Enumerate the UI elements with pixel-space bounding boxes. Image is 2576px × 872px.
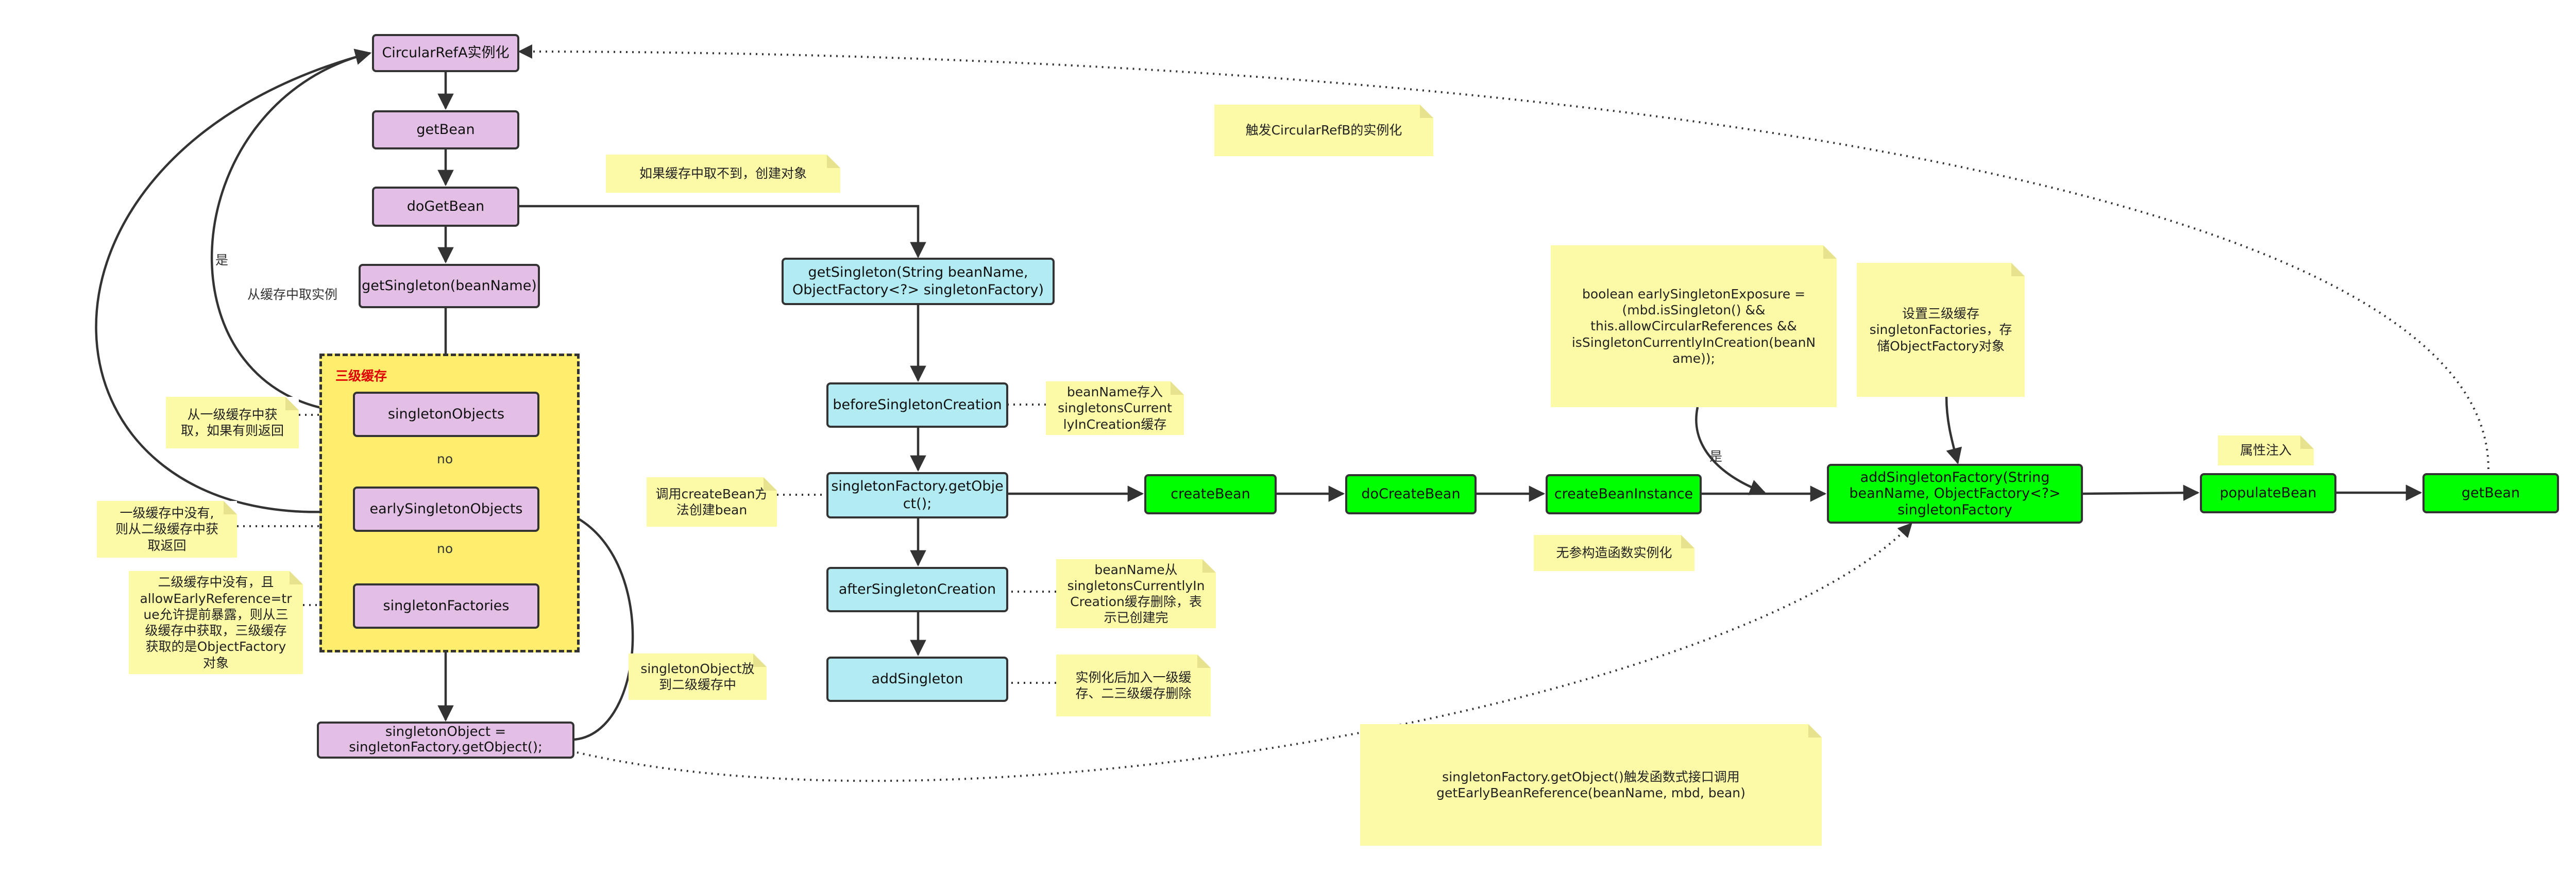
- note-text: 属性注入: [2240, 443, 2292, 458]
- node-early-singleton-objects[interactable]: earlySingletonObjects: [353, 487, 539, 532]
- note-fold-icon: [2011, 263, 2025, 276]
- node-circular-ref-a[interactable]: CircularRefA实例化: [372, 34, 519, 72]
- note-fold-icon: [1197, 655, 1211, 668]
- note-cache-miss: 如果缓存中取不到，创建对象: [606, 155, 840, 193]
- note-l2-hit: 一级缓存中没有, 则从二级缓存中获 取返回: [97, 501, 237, 558]
- edge-label-yes: 是: [215, 253, 229, 267]
- node-populate-bean[interactable]: populateBean: [2200, 473, 2336, 513]
- note-fold-icon: [827, 155, 840, 168]
- node-singleton-factories[interactable]: singletonFactories: [353, 583, 539, 629]
- node-add-singleton-factory[interactable]: addSingletonFactory(String beanName, Obj…: [1827, 464, 2083, 524]
- node-get-singleton-beanname[interactable]: getSingleton(beanName): [359, 264, 540, 308]
- note-text: 调用createBean方 法创建bean: [655, 486, 768, 517]
- edge-label-from-cache: 从缓存中取实例: [247, 287, 338, 302]
- node-do-get-bean[interactable]: doGetBean: [372, 187, 519, 227]
- node-singleton-object-get[interactable]: singletonObject = singletonFactory.getOb…: [317, 722, 574, 759]
- edge-setl3-to-addfactory: [1945, 396, 1962, 465]
- node-get-bean[interactable]: getBean: [372, 110, 519, 149]
- node-do-create-bean[interactable]: doCreateBean: [1345, 474, 1477, 514]
- edge-dogetbean-to-getsingleton-factory: [519, 205, 926, 259]
- note-text: 实例化后加入一级缓 存、二三级缓存删除: [1075, 669, 1192, 701]
- note-text: 如果缓存中取不到，创建对象: [639, 166, 807, 181]
- edge-label-no-1: no: [437, 451, 453, 466]
- note-fold-icon: [285, 397, 299, 410]
- note-fold-icon: [1202, 559, 1216, 573]
- edge-exposure-to-flow: [1695, 407, 1766, 495]
- note-text: 一级缓存中没有, 则从二级缓存中获 取返回: [115, 506, 218, 553]
- note-trigger-b: 触发CircularRefB的实例化: [1214, 105, 1433, 156]
- node-singleton-objects[interactable]: singletonObjects: [353, 392, 539, 437]
- note-call-create-bean: 调用createBean方 法创建bean: [647, 477, 777, 527]
- note-text: singletonObject放 到二级缓存中: [640, 661, 755, 692]
- note-remove-creating: beanName从 singletonsCurrentlyIn Creation…: [1056, 559, 1216, 628]
- note-l1-hit: 从一级缓存中获 取，如果有则返回: [166, 397, 299, 448]
- note-set-l3: 设置三级缓存 singletonFactories，存 储ObjectFacto…: [1857, 263, 2025, 397]
- edge-getobject-to-addfactory: [577, 522, 1912, 782]
- note-add-l1: 实例化后加入一级缓 存、二三级缓存删除: [1056, 655, 1211, 716]
- note-fold-icon: [1171, 381, 1184, 395]
- note-text: boolean earlySingletonExposure = (mbd.is…: [1571, 286, 1816, 366]
- note-fold-icon: [1808, 724, 1822, 737]
- edge-l1-back-to-a: [210, 48, 372, 414]
- note-text: beanName存入 singletonsCurrent lyInCreatio…: [1058, 384, 1172, 432]
- note-text: 触发CircularRefB的实例化: [1245, 123, 1402, 138]
- edge-l2-back-to-a: [95, 49, 372, 513]
- node-create-bean-instance[interactable]: createBeanInstance: [1546, 474, 1702, 514]
- note-fold-icon: [753, 653, 767, 667]
- note-put-l2: singletonObject放 到二级缓存中: [629, 653, 767, 700]
- node-singleton-factory-get-object[interactable]: singletonFactory.getObje ct();: [826, 472, 1008, 518]
- note-text: 二级缓存中没有，且 allowEarlyReference=tr ue允许提前暴…: [140, 575, 292, 670]
- note-put-creating: beanName存入 singletonsCurrent lyInCreatio…: [1046, 381, 1184, 435]
- note-fold-icon: [224, 501, 237, 514]
- edge-addfactory-to-populate: [2082, 484, 2200, 501]
- note-text: 设置三级缓存 singletonFactories，存 储ObjectFacto…: [1869, 306, 2012, 354]
- node-create-bean[interactable]: createBean: [1144, 474, 1277, 514]
- note-lambda-call: singletonFactory.getObject()触发函数式接口调用 ge…: [1360, 724, 1822, 846]
- note-fold-icon: [1823, 245, 1837, 259]
- note-text: singletonFactory.getObject()触发函数式接口调用 ge…: [1436, 769, 1745, 800]
- note-fold-icon: [764, 477, 777, 491]
- note-text: 无参构造函数实例化: [1556, 545, 1672, 561]
- node-get-bean-b[interactable]: getBean: [2422, 473, 2559, 513]
- edge-getobject-to-l2: [541, 500, 634, 741]
- node-before-singleton-creation[interactable]: beforeSingletonCreation: [826, 382, 1008, 428]
- note-no-arg-ctor: 无参构造函数实例化: [1534, 535, 1694, 571]
- note-text: beanName从 singletonsCurrentlyIn Creation…: [1067, 562, 1205, 626]
- note-early-exposure: boolean earlySingletonExposure = (mbd.is…: [1551, 245, 1837, 407]
- node-after-singleton-creation[interactable]: afterSingletonCreation: [826, 567, 1008, 612]
- edge-label-no-2: no: [437, 541, 453, 556]
- note-fold-icon: [1420, 105, 1433, 118]
- node-add-singleton[interactable]: addSingleton: [826, 657, 1008, 702]
- node-get-singleton-factory[interactable]: getSingleton(String beanName, ObjectFact…: [782, 258, 1055, 305]
- note-text: 从一级缓存中获 取，如果有则返回: [180, 407, 284, 438]
- note-fold-icon: [1681, 535, 1694, 548]
- cache-group-title: 三级缓存: [335, 368, 387, 383]
- note-fold-icon: [290, 571, 303, 584]
- edge-label-yes-2: 是: [1709, 449, 1723, 464]
- note-l3-hit: 二级缓存中没有，且 allowEarlyReference=tr ue允许提前暴…: [129, 571, 303, 674]
- note-property-injection: 属性注入: [2218, 435, 2314, 465]
- note-fold-icon: [2300, 435, 2314, 449]
